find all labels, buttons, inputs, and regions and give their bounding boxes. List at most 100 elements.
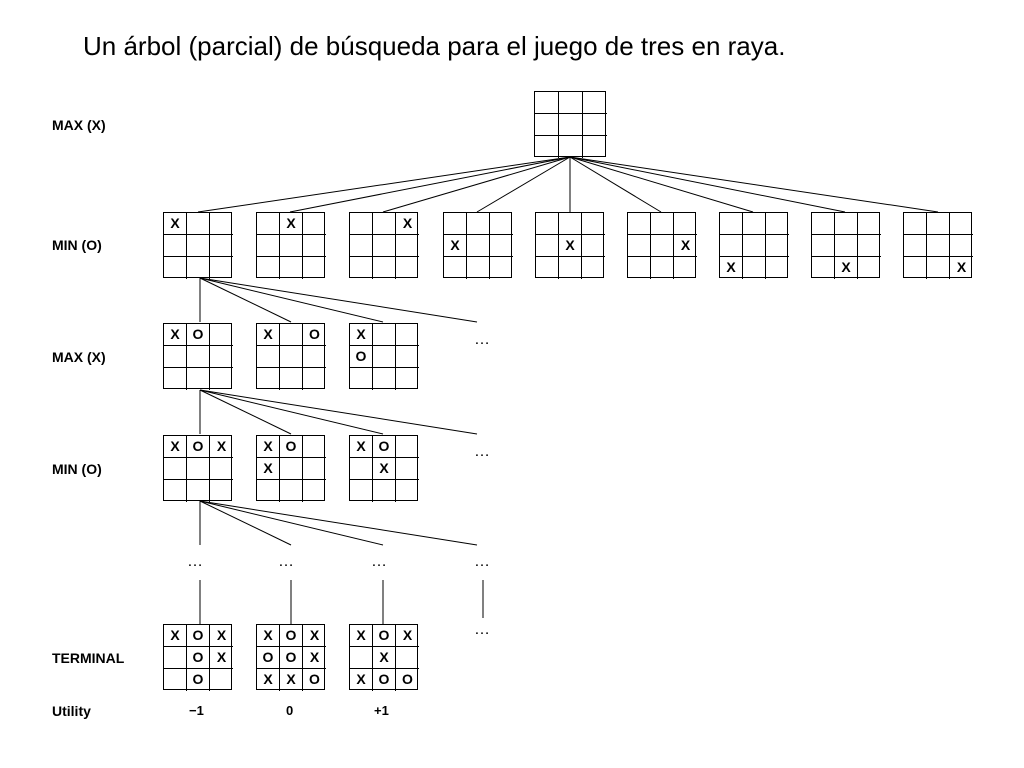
board-cell: X	[210, 647, 233, 669]
ellipsis: …	[474, 621, 492, 638]
board-cell	[257, 235, 280, 257]
board-cell	[164, 346, 187, 368]
board-cell: X	[350, 625, 373, 647]
board-cell: X	[303, 647, 326, 669]
board-cell	[674, 213, 697, 235]
board-cell: O	[280, 625, 303, 647]
board-cell: X	[835, 257, 858, 279]
board-cell	[583, 114, 607, 136]
board-cell: X	[956, 259, 967, 275]
board-cell	[559, 257, 582, 279]
board-cell	[582, 235, 605, 257]
board-cell	[280, 235, 303, 257]
board-cell	[674, 257, 697, 279]
board-cell	[467, 235, 490, 257]
board-cell	[373, 235, 396, 257]
board-cell	[536, 235, 559, 257]
ellipsis: …	[278, 553, 296, 570]
board-cell: X	[280, 213, 303, 235]
board-cell: O	[187, 436, 210, 458]
board-cell	[490, 213, 513, 235]
board-cell: X	[257, 669, 280, 691]
board-cell	[303, 458, 326, 480]
board-cell	[303, 480, 326, 502]
board-cell	[904, 257, 927, 279]
edge	[199, 277, 292, 323]
board-cell	[559, 213, 582, 235]
board-cell: O	[373, 625, 396, 647]
board-cell	[280, 257, 303, 279]
board-cell	[373, 257, 396, 279]
board-cell	[164, 458, 187, 480]
board-cell: X	[164, 324, 187, 346]
board-cell	[187, 458, 210, 480]
level-label-min-2: MIN (O)	[52, 461, 102, 477]
board-cell	[766, 257, 789, 279]
board-cell: X	[350, 436, 373, 458]
board-cell	[651, 213, 674, 235]
board-cell	[559, 136, 583, 158]
board-cell	[927, 235, 950, 257]
board-cell	[210, 213, 233, 235]
ellipsis: …	[474, 553, 492, 570]
board-min1: X	[163, 212, 233, 279]
board-cell	[210, 458, 233, 480]
edge	[199, 389, 478, 435]
board-cell: O	[280, 647, 303, 669]
board-cell	[280, 324, 303, 346]
board-cell	[396, 458, 419, 480]
board-cell: X	[559, 235, 582, 257]
board-cell: X	[164, 625, 187, 647]
board-cell	[582, 257, 605, 279]
board-cell	[187, 257, 210, 279]
board-cell: X	[164, 213, 187, 235]
board-cell	[373, 324, 396, 346]
board-cell	[187, 213, 210, 235]
edge	[199, 277, 478, 323]
board-cell	[535, 92, 559, 114]
board-cell: X	[210, 436, 233, 458]
board-min1: X	[349, 212, 419, 279]
edge	[569, 156, 846, 213]
edge	[199, 500, 384, 546]
board-cell	[536, 213, 559, 235]
edge	[569, 156, 754, 213]
edge	[382, 156, 571, 213]
board-cell	[210, 257, 233, 279]
board-cell: X	[396, 625, 419, 647]
board-cell	[396, 346, 419, 368]
board-cell	[303, 346, 326, 368]
level-label-max-2: MAX (X)	[52, 349, 106, 365]
level-label-terminal: TERMINAL	[52, 650, 125, 666]
board-cell: O	[187, 625, 210, 647]
edge	[569, 156, 662, 213]
board-cell	[280, 480, 303, 502]
board-cell	[396, 436, 419, 458]
board-cell	[651, 257, 674, 279]
board-cell	[628, 257, 651, 279]
board-cell: O	[373, 436, 396, 458]
board-cell	[373, 213, 396, 235]
board-cell: O	[187, 324, 210, 346]
board-cell: O	[280, 436, 303, 458]
board-cell	[904, 213, 927, 235]
board-cell	[187, 480, 210, 502]
board-min1: X	[535, 212, 605, 279]
board-cell: X	[674, 235, 697, 257]
ellipsis: …	[187, 553, 205, 570]
board-cell	[396, 368, 419, 390]
board-cell	[444, 213, 467, 235]
board-cell	[303, 235, 326, 257]
board-cell	[950, 235, 973, 257]
board-cell	[280, 368, 303, 390]
board-cell	[720, 235, 743, 257]
board-cell	[812, 213, 835, 235]
board-cell	[350, 480, 373, 502]
board-cell: O	[187, 647, 210, 669]
board-cell: X	[444, 235, 467, 257]
board-cell: X	[280, 669, 303, 691]
board-cell	[350, 213, 373, 235]
